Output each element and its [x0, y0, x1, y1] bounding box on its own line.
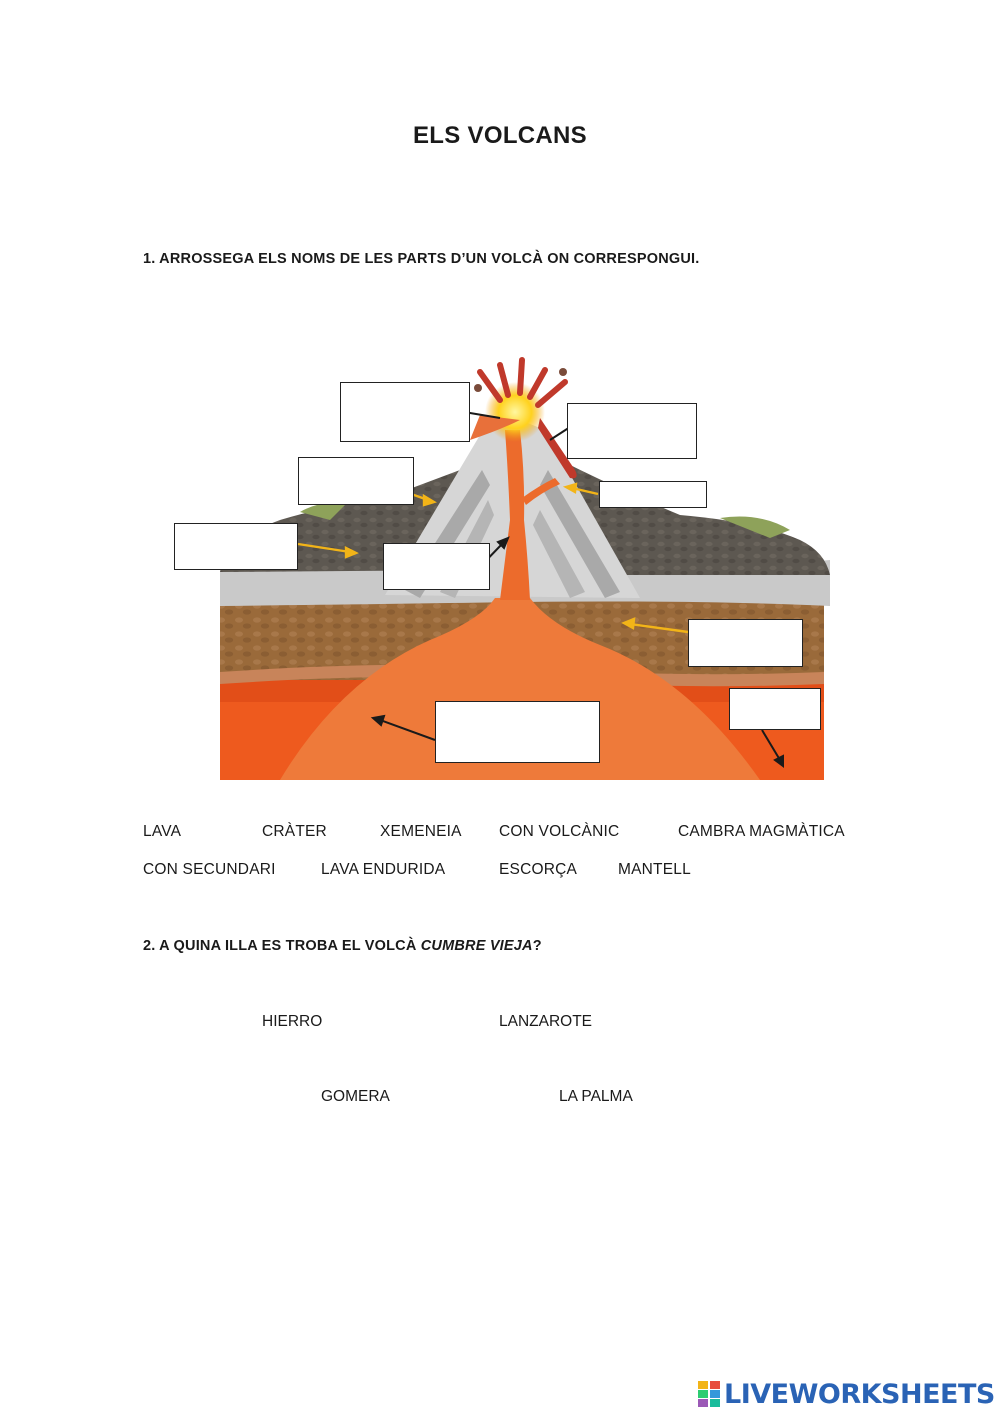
question-2: 2. A QUINA ILLA ES TROBA EL VOLCÀ CUMBRE… — [143, 938, 542, 954]
drop-box-magma-chamber[interactable] — [435, 701, 600, 763]
option-lanzarote[interactable]: LANZAROTE — [499, 1013, 593, 1030]
eruption — [470, 357, 577, 479]
word-hardened-lava[interactable]: LAVA ENDURIDA — [321, 861, 446, 878]
option-hierro[interactable]: HIERRO — [262, 1013, 323, 1030]
drop-box-lava[interactable] — [567, 403, 697, 459]
liveworksheets-logo: LIVEWORKSHEETS — [698, 1378, 995, 1410]
word-crater[interactable]: CRÀTER — [262, 823, 327, 840]
drop-box-mantle[interactable] — [729, 688, 821, 730]
drop-box-crust[interactable] — [688, 619, 803, 667]
magma-chamber — [280, 430, 760, 780]
page-title: ELS VOLCANS — [413, 122, 587, 149]
liveworksheets-logo-text: LIVEWORKSHEETS — [724, 1378, 995, 1410]
word-chimney[interactable]: XEMENEIA — [380, 823, 462, 840]
question-2-text: 2. A QUINA ILLA ES TROBA EL VOLCÀ — [143, 938, 421, 954]
volcano-diagram — [220, 357, 830, 780]
word-lava[interactable]: LAVA — [143, 823, 182, 840]
question-1: 1. ARROSSEGA ELS NOMS DE LES PARTS D’UN … — [143, 251, 700, 267]
liveworksheets-logo-icon — [698, 1381, 720, 1407]
word-crust[interactable]: ESCORÇA — [499, 861, 578, 878]
drop-box-crater[interactable] — [340, 382, 470, 442]
word-secondary-cone[interactable]: CON SECUNDARI — [143, 861, 276, 878]
question-2-volcano-name: CUMBRE VIEJA — [420, 938, 533, 954]
question-2-mark: ? — [532, 938, 542, 954]
option-la-palma[interactable]: LA PALMA — [559, 1088, 633, 1105]
option-gomera[interactable]: GOMERA — [321, 1088, 390, 1105]
drop-box-volcanic-cone[interactable] — [298, 457, 414, 505]
word-volcanic-cone[interactable]: CON VOLCÀNIC — [499, 823, 620, 840]
word-mantle[interactable]: MANTELL — [618, 861, 691, 878]
drop-box-hardened-lava[interactable] — [174, 523, 298, 570]
drop-box-chimney[interactable] — [383, 543, 490, 590]
word-magma-chamber[interactable]: CAMBRA MAGMÀTICA — [678, 823, 845, 840]
drop-box-secondary-cone[interactable] — [599, 481, 707, 508]
